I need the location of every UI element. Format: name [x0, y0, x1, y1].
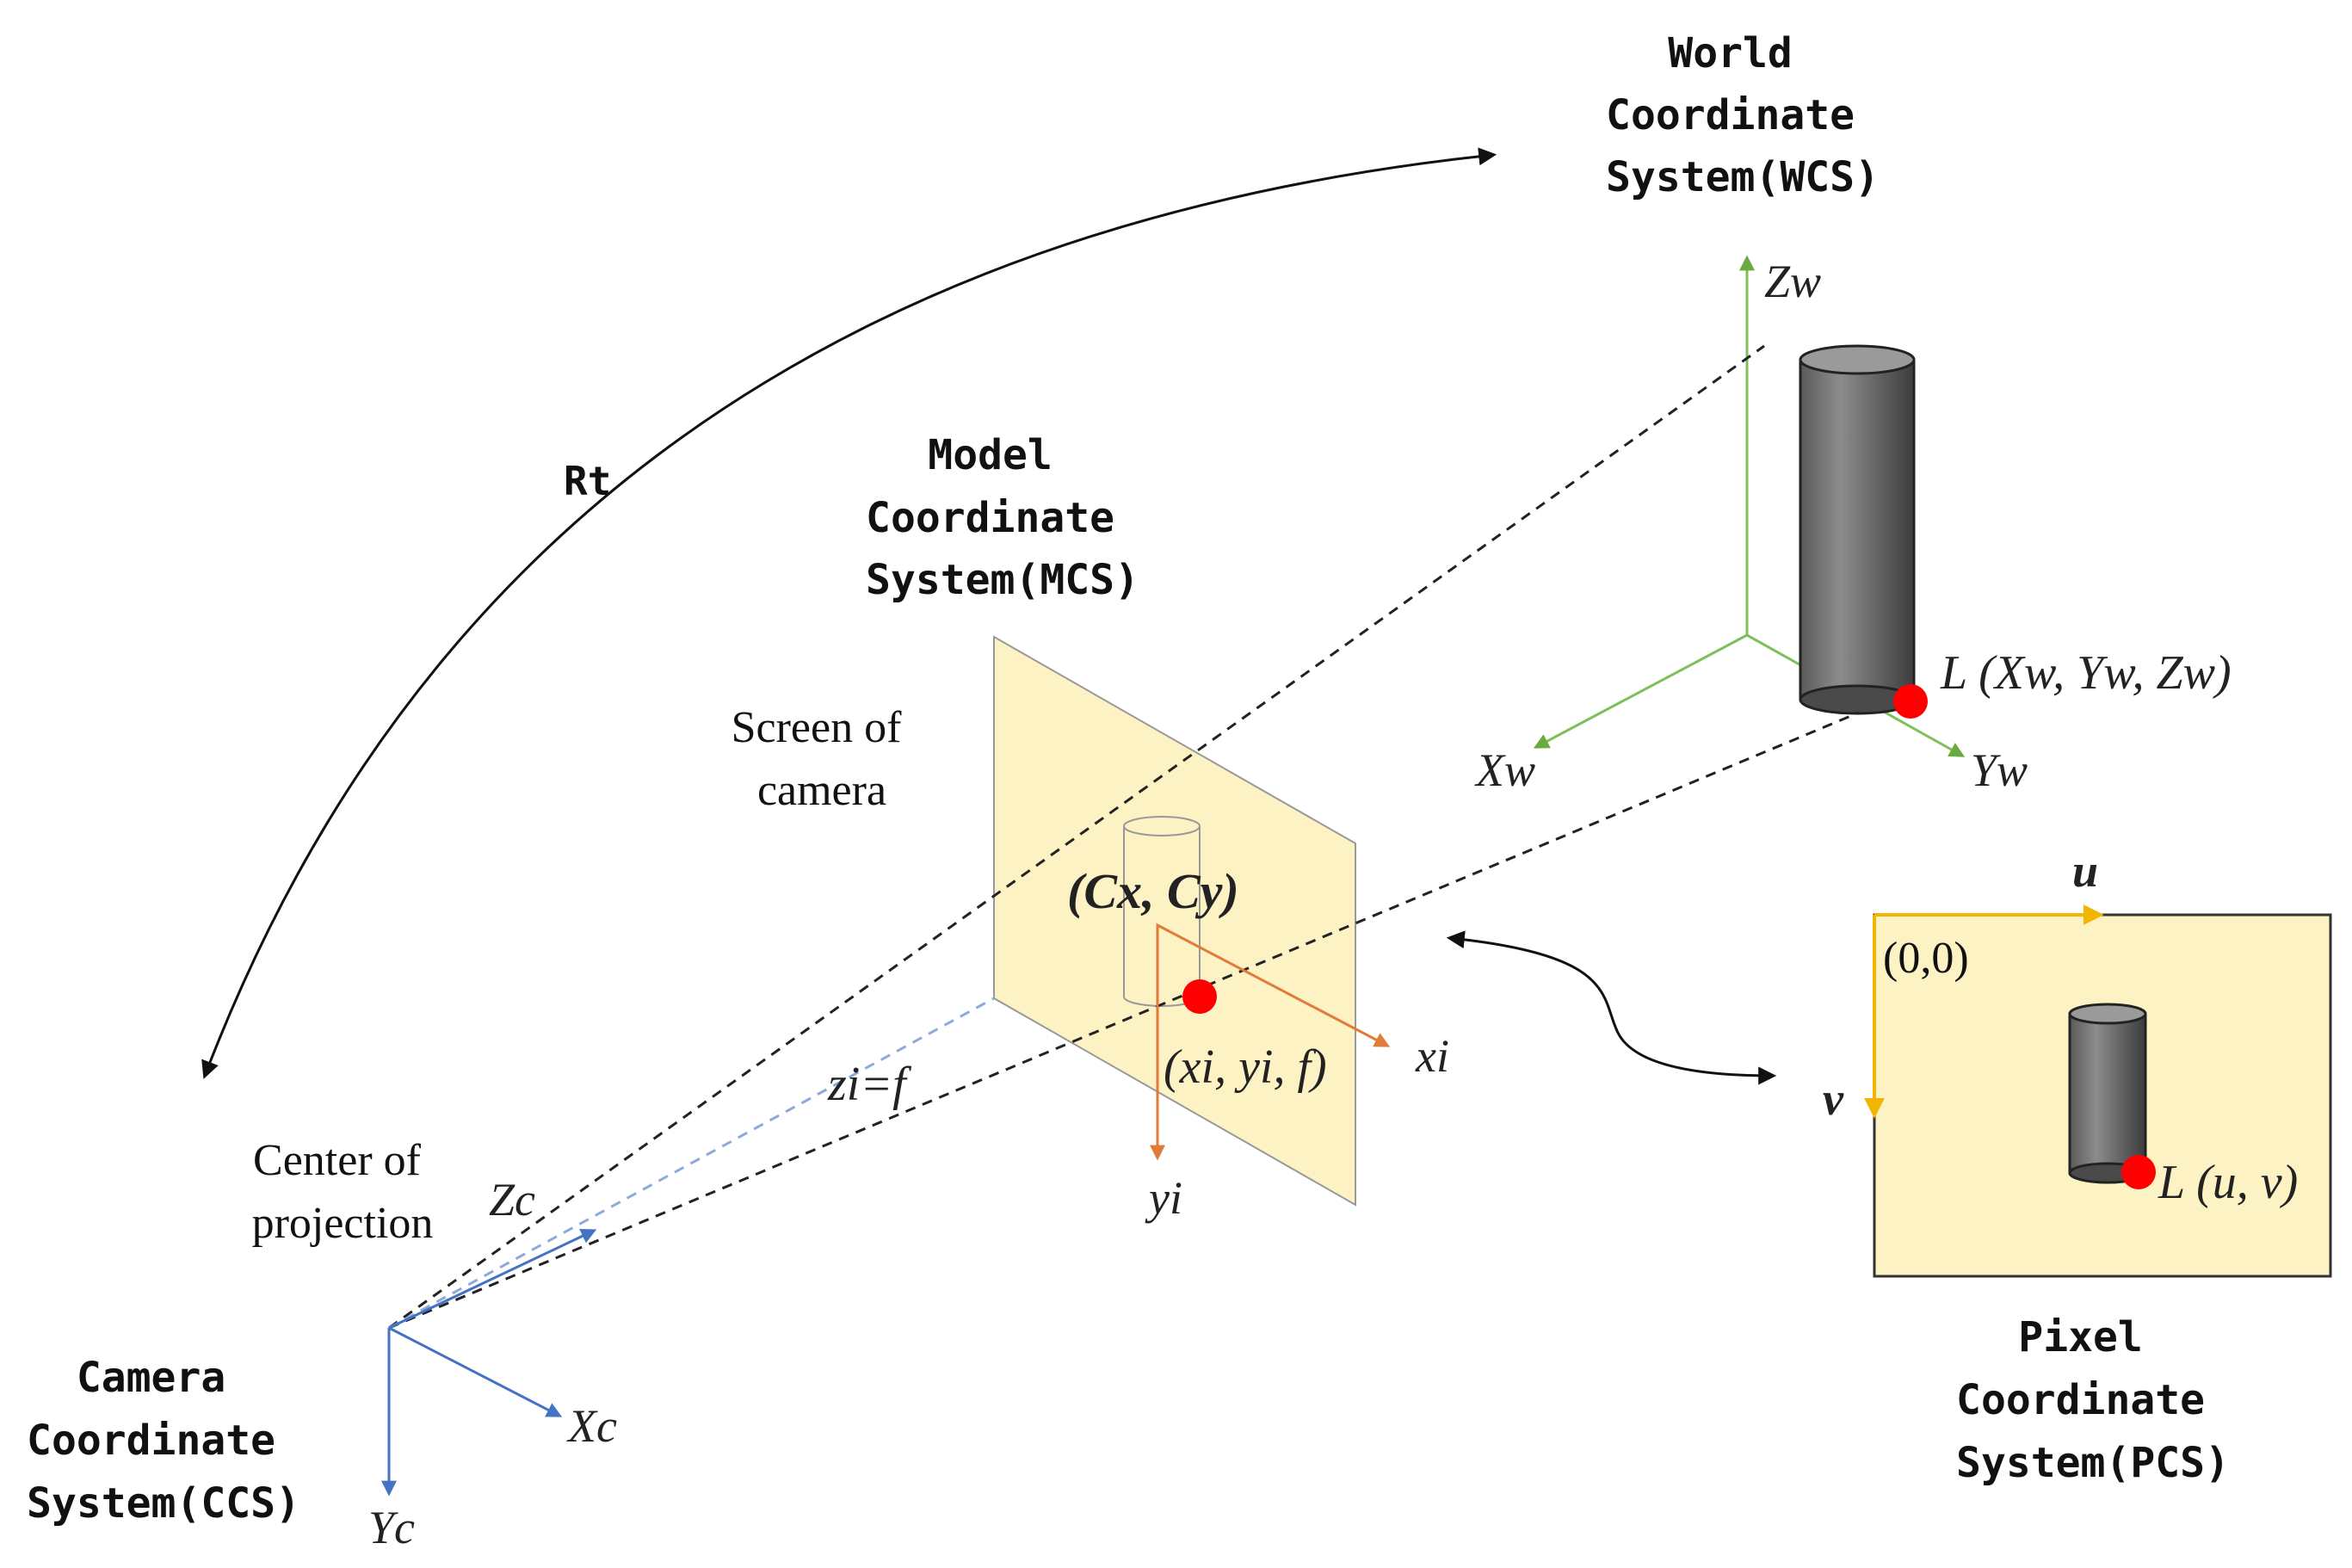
screen-label: Screen of camera	[732, 703, 913, 815]
pixel-point-marker	[2121, 1155, 2156, 1189]
mcs-title: Model Coordinate System(MCS)	[866, 431, 1139, 604]
rt-label: Rt	[564, 458, 611, 504]
ccs-title: Camera Coordinate System(CCS)	[27, 1354, 300, 1528]
pixel-point-label: L (u, v)	[2158, 1156, 2298, 1209]
origin-label: (0,0)	[1883, 934, 1969, 983]
screen-pixel-relation-arrow	[1446, 930, 1777, 1085]
zc-label: Zc	[489, 1174, 535, 1225]
camera-axes	[381, 1229, 597, 1497]
pixel-axes	[1864, 904, 2104, 1119]
wcs-title: World Coordinate System(WCS)	[1606, 29, 1880, 201]
projection-rays	[388, 344, 1860, 1330]
world-point-label: L (Xw, Yw, Zw)	[1940, 646, 2232, 700]
image-point-label: (xi, yi, f)	[1164, 1040, 1327, 1094]
pcs-title: Pixel Coordinate System(PCS)	[1956, 1313, 2230, 1487]
world-point-marker	[1893, 684, 1928, 719]
xi-label: xi	[1415, 1030, 1449, 1082]
image-plane	[993, 635, 1356, 1207]
xw-label: Xw	[1474, 744, 1535, 796]
pixel-cylinder	[2068, 1003, 2147, 1184]
v-label: v	[1823, 1073, 1844, 1125]
rt-arrow	[201, 147, 1497, 1079]
yw-label: Yw	[1971, 744, 2028, 796]
image-point-marker	[1182, 979, 1217, 1014]
zw-label: Zw	[1764, 256, 1821, 307]
u-label: u	[2072, 845, 2098, 897]
yc-label: Yc	[368, 1502, 415, 1553]
world-cylinder	[1799, 344, 1916, 715]
optical-axis	[388, 997, 995, 1330]
xc-label: Xc	[566, 1400, 617, 1452]
principal-point-label: (Cx, Cy)	[1067, 863, 1239, 919]
image-axes	[1150, 923, 1391, 1161]
focal-label: zi=f	[827, 1058, 912, 1111]
yi-label: yi	[1145, 1172, 1182, 1224]
center-of-projection-label: Center of projection	[252, 1136, 434, 1248]
